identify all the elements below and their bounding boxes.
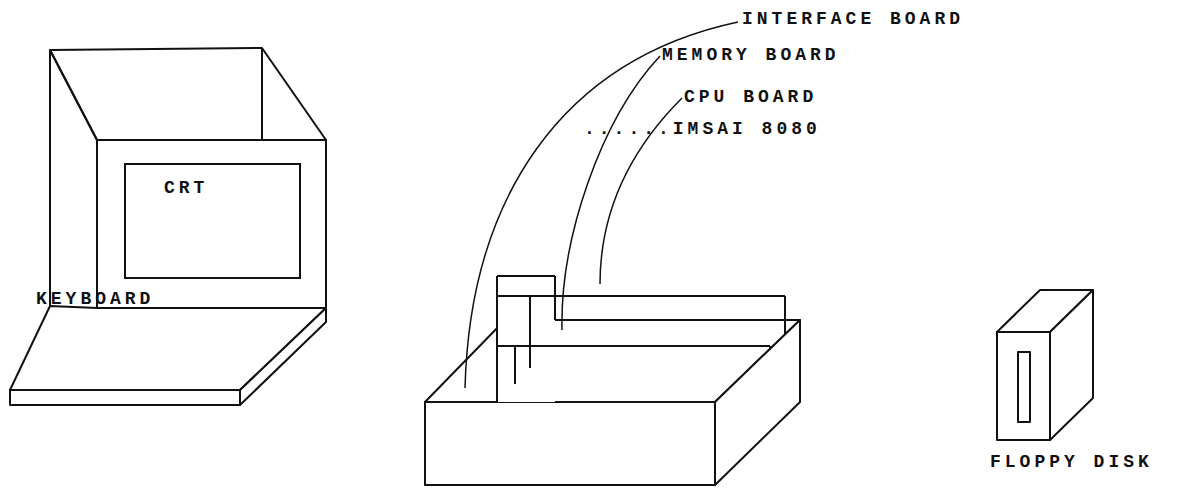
chassis-drawing [425,276,800,485]
part-label: MEMORY BOARD [662,46,840,66]
part-label: KEYBOARD [36,290,154,310]
part-label: CPU BOARD [684,88,817,108]
terminal-drawing [10,48,326,405]
screen-label: CRT [164,179,208,199]
crt-screen: CRT [124,163,301,279]
leader-lines [465,22,738,388]
part-label: ......IMSAI 8080 [584,120,821,140]
floppy-drive-drawing [997,290,1093,440]
part-label: FLOPPY DISK [990,453,1153,473]
part-label: INTERFACE BOARD [742,10,964,30]
